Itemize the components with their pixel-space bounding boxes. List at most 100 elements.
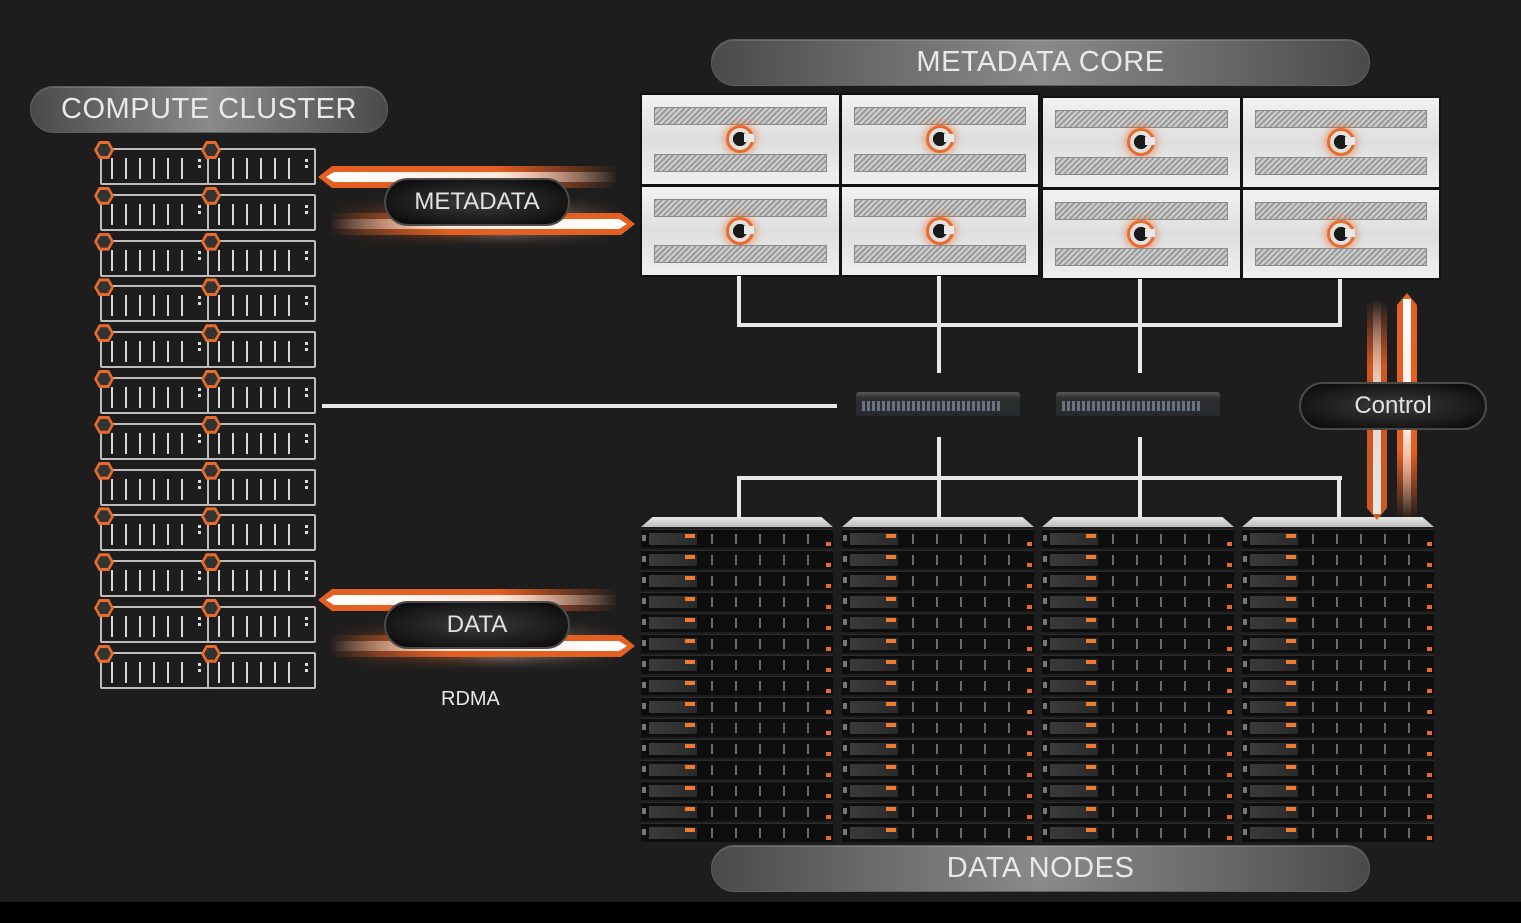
data-node-server	[1042, 697, 1234, 716]
status-led-icon	[886, 723, 896, 727]
metadata-core-title: METADATA CORE	[916, 46, 1165, 78]
metadata-core-block-1	[640, 93, 1040, 277]
status-led-icon	[1086, 723, 1096, 727]
link-dn1-up	[737, 476, 741, 518]
data-node-server	[1042, 529, 1234, 548]
rack-post	[843, 619, 847, 625]
brand-logo-icon	[925, 125, 954, 154]
compute-cluster-title: COMPUTE CLUSTER	[61, 93, 357, 125]
status-led-icon	[1086, 765, 1096, 769]
status-led-icon	[886, 681, 896, 685]
side-led-icon	[1427, 731, 1432, 735]
hexagon-status-icon	[201, 232, 221, 251]
compute-row	[94, 507, 316, 552]
drive-bays	[1102, 828, 1220, 838]
side-led-icon	[826, 794, 831, 798]
hexagon-status-icon	[94, 461, 114, 480]
side-led-icon	[826, 689, 831, 693]
status-led-icon	[886, 744, 896, 748]
drive-bays	[902, 555, 1020, 565]
status-led-icon	[1286, 597, 1296, 601]
side-led-icon	[1427, 815, 1432, 819]
status-led-icon	[1286, 555, 1296, 559]
brand-logo-icon	[1127, 219, 1156, 248]
network-switch-1	[856, 392, 1020, 416]
compute-cluster-header: COMPUTE CLUSTER	[30, 86, 388, 133]
rack-post	[843, 640, 847, 646]
data-node-server	[641, 760, 833, 779]
compute-server	[201, 599, 316, 643]
rack-post	[1043, 787, 1047, 793]
data-node-server	[842, 613, 1034, 632]
side-led-icon	[826, 752, 831, 756]
status-led-icon	[1086, 618, 1096, 622]
side-led-icon	[1427, 584, 1432, 588]
metadata-blade	[841, 186, 1038, 275]
drive-bays	[1102, 597, 1220, 607]
drive-bays	[1302, 534, 1420, 544]
rack-post	[642, 787, 646, 793]
side-led-icon	[1227, 752, 1232, 756]
data-node-server	[842, 571, 1034, 590]
side-led-icon	[1227, 689, 1232, 693]
compute-row	[94, 644, 316, 689]
drive-bays	[902, 765, 1020, 775]
link-bus-to-switch-1	[937, 323, 941, 373]
data-node-server	[842, 634, 1034, 653]
status-led-icon	[685, 660, 695, 664]
status-led-icon	[886, 660, 896, 664]
rack-post	[1043, 766, 1047, 772]
side-led-icon	[1227, 584, 1232, 588]
rack-post	[642, 724, 646, 730]
data-node-server	[1242, 823, 1434, 842]
side-led-icon	[826, 836, 831, 840]
hexagon-status-icon	[94, 186, 114, 205]
rack-post	[1043, 661, 1047, 667]
metadata-blade	[642, 186, 839, 275]
status-led-icon	[685, 744, 695, 748]
side-led-icon	[826, 647, 831, 651]
status-led-icon	[886, 555, 896, 559]
drive-bays	[701, 702, 819, 712]
data-rack	[1042, 517, 1234, 842]
side-led-icon	[1027, 836, 1032, 840]
drive-bays	[1302, 597, 1420, 607]
brand-logo-icon	[925, 216, 954, 245]
drive-bays	[902, 681, 1020, 691]
status-led-icon	[1086, 828, 1096, 832]
compute-server	[201, 232, 316, 277]
side-led-icon	[1027, 584, 1032, 588]
drive-bays	[1302, 807, 1420, 817]
compute-server	[201, 415, 316, 460]
rack-post	[843, 661, 847, 667]
rack-post	[843, 598, 847, 604]
side-led-icon	[826, 626, 831, 630]
data-node-server	[641, 613, 833, 632]
rack-post	[1243, 661, 1247, 667]
rack-post	[1243, 787, 1247, 793]
hexagon-status-icon	[201, 370, 221, 388]
hexagon-status-icon	[201, 324, 221, 343]
compute-server	[94, 141, 209, 185]
status-led-icon	[685, 786, 695, 790]
rack-top	[842, 517, 1034, 527]
drive-bays	[902, 618, 1020, 628]
drive-bays	[1102, 534, 1220, 544]
drive-bays	[701, 639, 819, 649]
side-led-icon	[1027, 605, 1032, 609]
link-md-bus	[737, 323, 1342, 327]
side-led-icon	[826, 773, 831, 777]
drive-bays	[1102, 807, 1220, 817]
side-led-icon	[1227, 542, 1232, 546]
control-flow-label: Control	[1354, 392, 1432, 419]
status-led-icon	[1086, 660, 1096, 664]
link-md3-down	[1138, 279, 1142, 326]
status-led-icon	[886, 807, 896, 811]
drive-bays	[1102, 576, 1220, 586]
drive-bays	[902, 639, 1020, 649]
metadata-flow-badge: METADATA	[384, 178, 570, 226]
compute-row	[94, 186, 316, 231]
status-led-icon	[685, 828, 695, 832]
status-led-icon	[1086, 639, 1096, 643]
compute-server	[94, 415, 209, 460]
